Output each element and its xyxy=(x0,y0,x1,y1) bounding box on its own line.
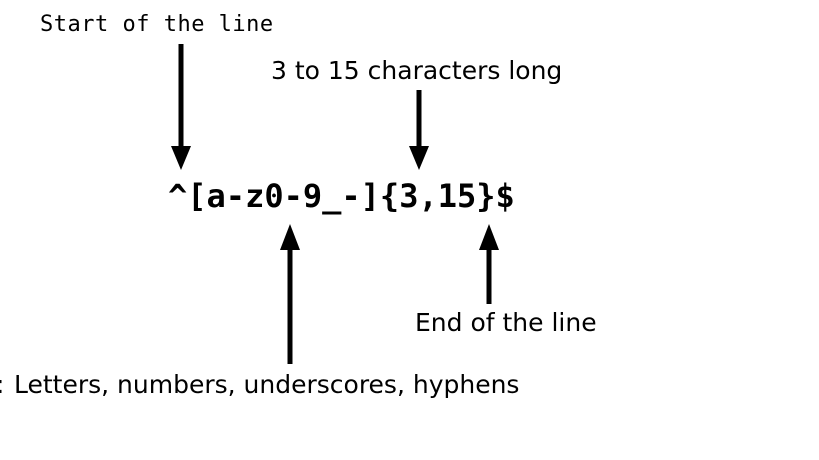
arrow-length-quantifier xyxy=(406,90,432,172)
arrow-end-of-line xyxy=(476,224,502,304)
annotation-label-start-of-line: Start of the line xyxy=(40,12,274,37)
annotation-label-character-class: Letters, numbers, underscores, hyphens xyxy=(14,370,520,399)
annotation-label-end-of-line: End of the line xyxy=(415,308,597,337)
annotation-label-length-quantifier: 3 to 15 characters long xyxy=(271,56,563,85)
regex-expression: ^[a-z0-9_-]{3,15}$ xyxy=(168,177,515,215)
arrow-start-of-line xyxy=(168,44,194,172)
clipped-left-glyph: : xyxy=(0,372,4,397)
arrow-character-class xyxy=(277,224,303,364)
